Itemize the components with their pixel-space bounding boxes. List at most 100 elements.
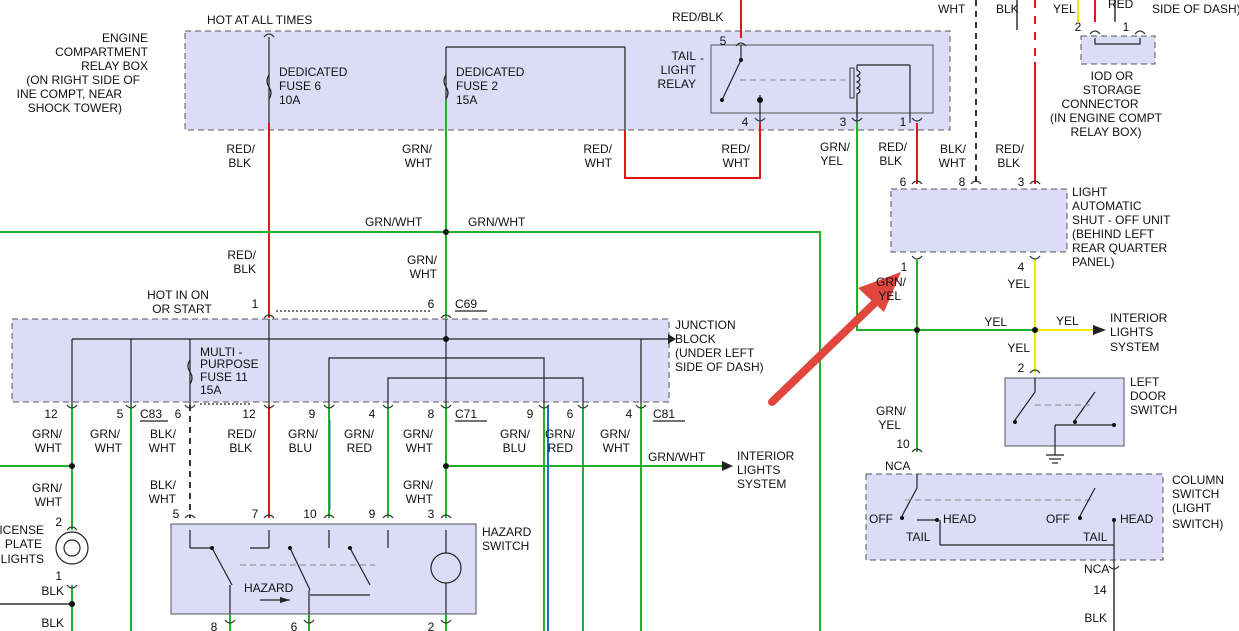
- annotation-arrow: [768, 292, 886, 406]
- svg-text:14: 14: [1093, 583, 1107, 597]
- svg-text:1: 1: [900, 115, 907, 129]
- svg-text:(ON RIGHT SIDE OF: (ON RIGHT SIDE OF: [26, 73, 140, 87]
- svg-text:JUNCTION: JUNCTION: [675, 318, 736, 332]
- svg-text:SYSTEM: SYSTEM: [737, 477, 786, 491]
- svg-text:1: 1: [252, 297, 259, 311]
- hazard-switch-label: HAZARD SWITCH: [482, 525, 532, 553]
- nca-1: NCA: [885, 459, 910, 473]
- svg-text:10A: 10A: [279, 93, 300, 107]
- left-door-switch-label: LEFT DOOR SWITCH: [1130, 375, 1177, 417]
- svg-text:9: 9: [527, 407, 534, 421]
- svg-text:ENGINE: ENGINE: [102, 31, 148, 45]
- svg-text:GRN/: GRN/: [407, 253, 438, 267]
- svg-text:FUSE 2: FUSE 2: [456, 79, 498, 93]
- grn-wht-bus-label-1: GRN/WHT: [365, 215, 423, 229]
- svg-text:WHT: WHT: [603, 441, 631, 455]
- svg-text:4: 4: [369, 407, 376, 421]
- svg-text:RED/: RED/: [878, 140, 907, 154]
- svg-text:BLK: BLK: [997, 156, 1020, 170]
- svg-text:2: 2: [1018, 361, 1025, 375]
- svg-text:BLK/: BLK/: [940, 142, 967, 156]
- svg-text:WHT: WHT: [410, 267, 438, 281]
- laso-label: LIGHT AUTOMATIC SHUT - OFF UNIT (BEHIND …: [1072, 185, 1171, 269]
- svg-text:BLK/: BLK/: [150, 427, 177, 441]
- svg-text:DEDICATED: DEDICATED: [279, 65, 348, 79]
- engine-box-label: ENGINE COMPARTMENT RELAY BOX (ON RIGHT S…: [17, 31, 149, 115]
- column-off-1: OFF: [869, 512, 893, 526]
- svg-text:INE COMPT, NEAR: INE COMPT, NEAR: [17, 87, 123, 101]
- svg-text:LIGHTS: LIGHTS: [737, 463, 780, 477]
- red-top-label: RED: [1108, 0, 1134, 11]
- side-of-dash-top: SIDE OF DASH): [1152, 2, 1239, 16]
- svg-text:RED: RED: [548, 441, 574, 455]
- yel-top-label: YEL: [1053, 2, 1076, 16]
- svg-text:RED/: RED/: [226, 142, 255, 156]
- svg-text:PLATE: PLATE: [5, 537, 42, 551]
- svg-text:SWITCH: SWITCH: [1172, 487, 1219, 501]
- svg-text:YEL: YEL: [820, 154, 843, 168]
- svg-text:SWITCH: SWITCH: [1130, 403, 1177, 417]
- svg-text:(BEHIND LEFT: (BEHIND LEFT: [1072, 227, 1155, 241]
- svg-text:LIGHTS: LIGHTS: [1110, 325, 1153, 339]
- svg-text:BLK: BLK: [228, 156, 251, 170]
- svg-text:WHT: WHT: [723, 156, 751, 170]
- svg-text:4: 4: [742, 115, 749, 129]
- c81: C81: [653, 407, 675, 421]
- svg-text:PANEL): PANEL): [1072, 255, 1114, 269]
- svg-text:2: 2: [1075, 20, 1082, 34]
- svg-text:9: 9: [369, 507, 376, 521]
- svg-text:3: 3: [428, 507, 435, 521]
- hot-at-all-times: HOT AT ALL TIMES: [207, 13, 312, 27]
- svg-text:5: 5: [720, 34, 727, 48]
- red-wht-wire: [624, 123, 761, 179]
- grn-yel-relay-wire: [856, 123, 1040, 331]
- svg-text:YEL: YEL: [878, 418, 901, 432]
- svg-text:GRN/: GRN/: [402, 142, 433, 156]
- svg-text:MULTI -: MULTI -: [200, 345, 242, 359]
- license-plate-label: LICENSE PLATE LIGHTS: [0, 523, 44, 566]
- svg-text:RELAY BOX): RELAY BOX): [1071, 125, 1142, 139]
- svg-text:WHT: WHT: [585, 156, 613, 170]
- svg-text:DEDICATED: DEDICATED: [456, 65, 525, 79]
- svg-text:GRN/: GRN/: [32, 481, 63, 495]
- svg-text:BLU: BLU: [503, 441, 526, 455]
- svg-text:RED/: RED/: [227, 248, 256, 262]
- svg-text:GRN/: GRN/: [403, 478, 434, 492]
- svg-text:GRN/: GRN/: [344, 427, 375, 441]
- wht-top-label: WHT: [938, 2, 966, 16]
- svg-text:RED/: RED/: [995, 142, 1024, 156]
- c69: C69: [455, 297, 477, 311]
- svg-text:10: 10: [303, 507, 317, 521]
- svg-text:12: 12: [242, 407, 256, 421]
- svg-text:AUTOMATIC: AUTOMATIC: [1072, 199, 1142, 213]
- svg-text:BLK/: BLK/: [150, 478, 177, 492]
- svg-text:FUSE 6: FUSE 6: [279, 79, 321, 93]
- svg-text:YEL: YEL: [984, 315, 1007, 329]
- svg-text:4: 4: [1018, 260, 1025, 274]
- svg-text:RELAY BOX: RELAY BOX: [81, 59, 148, 73]
- svg-text:PURPOSE: PURPOSE: [200, 357, 259, 371]
- c71: C71: [455, 407, 477, 421]
- svg-text:GRN/: GRN/: [288, 427, 319, 441]
- svg-text:1: 1: [55, 569, 62, 583]
- svg-text:GRN/: GRN/: [32, 427, 63, 441]
- tail-light-relay-box: [710, 44, 934, 114]
- svg-text:HAZARD: HAZARD: [482, 525, 532, 539]
- svg-text:SHOCK TOWER): SHOCK TOWER): [28, 101, 122, 115]
- svg-text:BLK: BLK: [41, 584, 64, 598]
- svg-text:WHT: WHT: [149, 441, 177, 455]
- column-switch-label: COLUMN SWITCH (LIGHT SWITCH): [1172, 473, 1224, 531]
- svg-text:WHT: WHT: [406, 441, 434, 455]
- svg-text:RED/: RED/: [227, 427, 256, 441]
- svg-text:3: 3: [1018, 175, 1025, 189]
- svg-text:GRN/: GRN/: [600, 427, 631, 441]
- svg-text:GRN/: GRN/: [820, 140, 851, 154]
- iod-connector-box: [1080, 35, 1156, 65]
- svg-text:LIGHTS: LIGHTS: [1, 552, 44, 566]
- column-tail-2: TAIL: [1083, 530, 1108, 544]
- fuse2-label: DEDICATED FUSE 2 15A: [456, 65, 525, 107]
- svg-text:INTERIOR: INTERIOR: [737, 449, 795, 463]
- svg-text:YEL: YEL: [1056, 314, 1079, 328]
- tail-relay-label: TAIL LIGHT RELAY: [658, 49, 697, 91]
